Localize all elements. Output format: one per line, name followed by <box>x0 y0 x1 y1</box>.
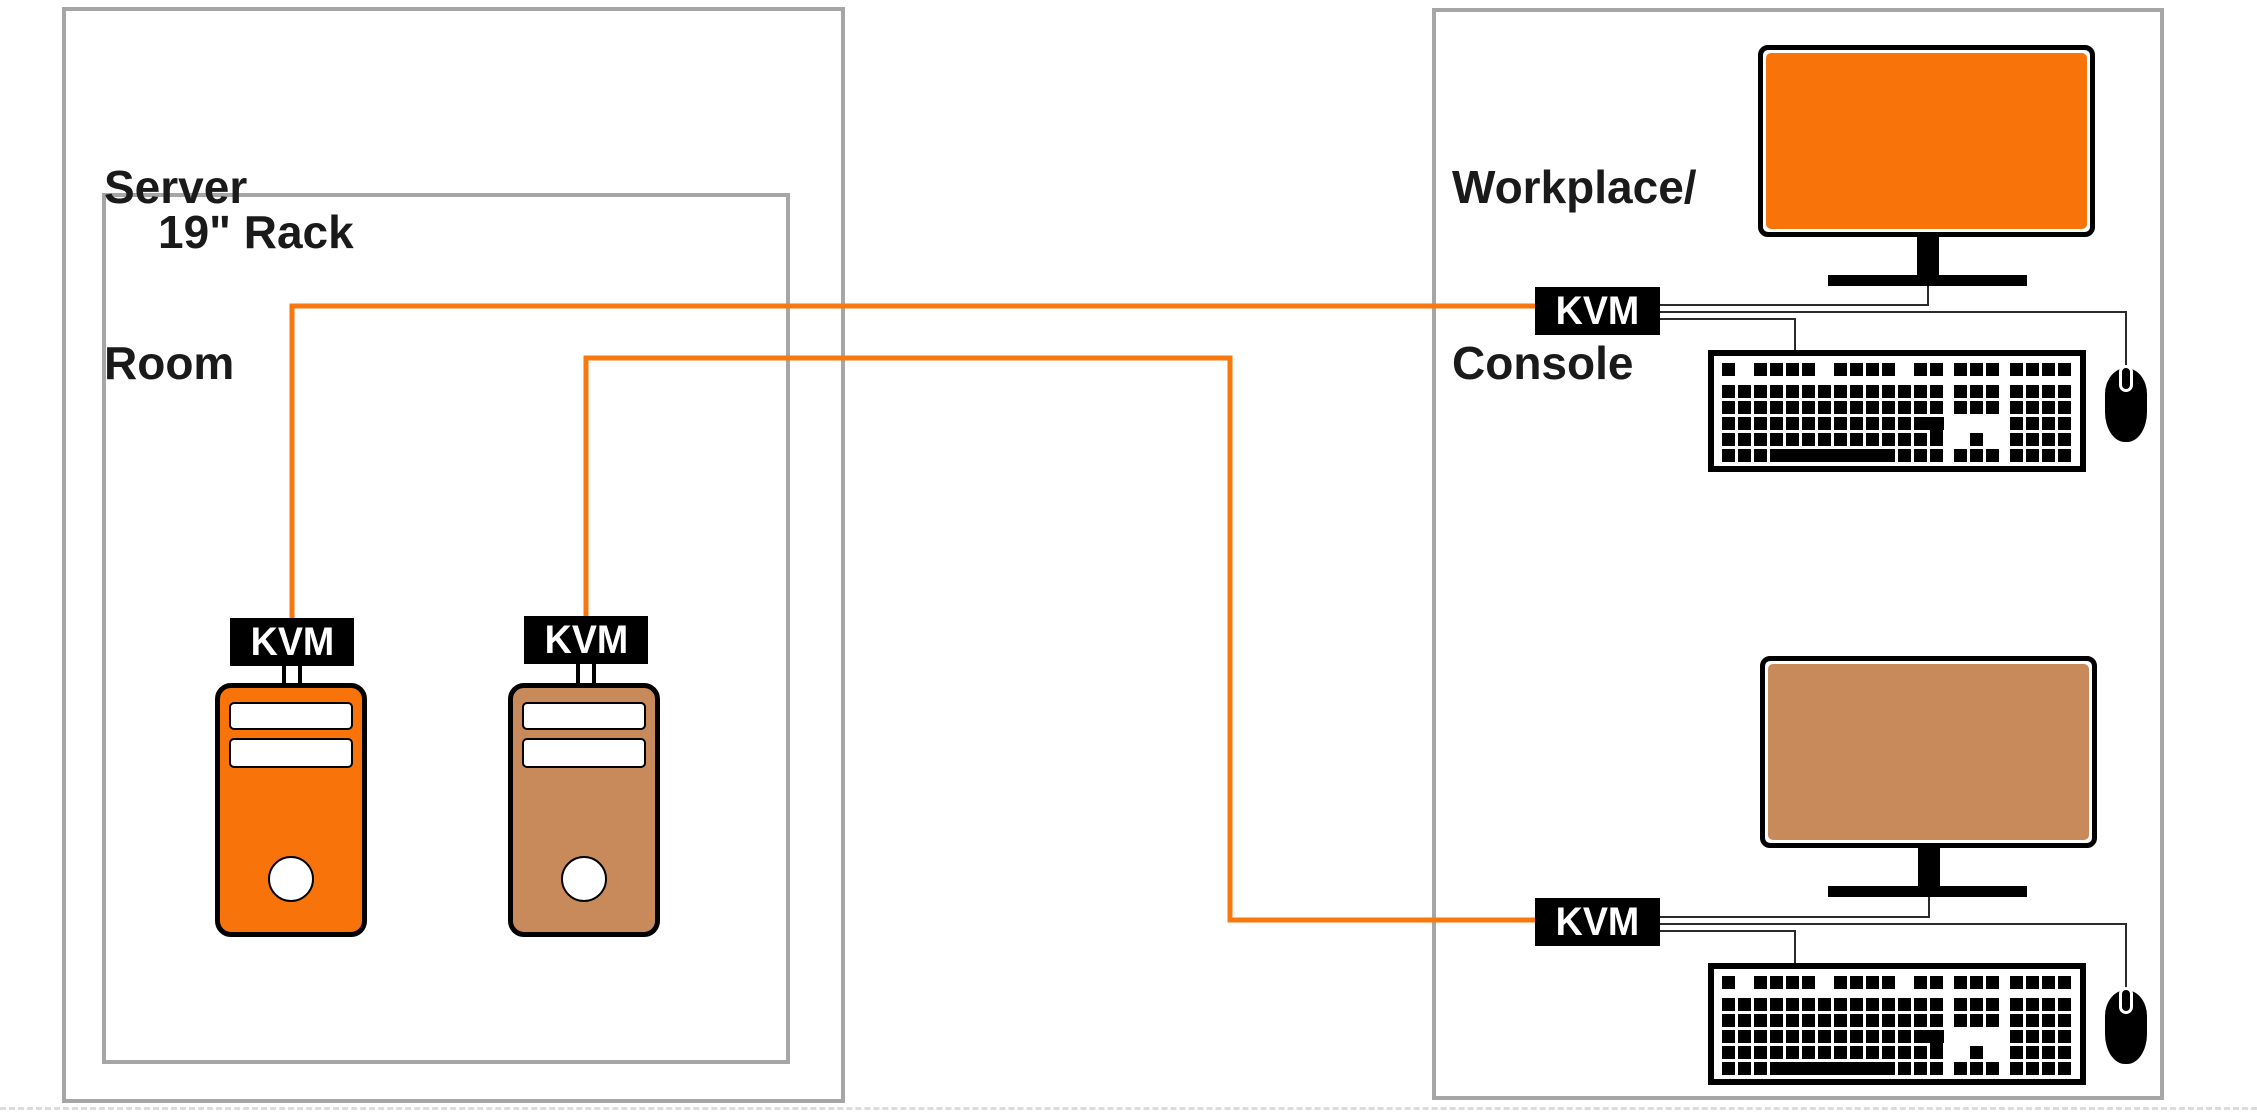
server-tower-icon-1 <box>215 683 367 937</box>
server-tower-icon-2 <box>508 683 660 937</box>
mouse2-cable <box>1658 923 2127 992</box>
power-button-icon <box>561 856 607 902</box>
server-room-title-line1: Server <box>104 160 248 213</box>
monitor-panel <box>1766 53 2087 229</box>
mouse-wheel-icon <box>2119 987 2133 1014</box>
workplace-title-line2: Console <box>1452 337 1634 390</box>
power-button-icon <box>268 856 314 902</box>
drive-bay-icon <box>229 702 353 730</box>
server-room-title: Server Room <box>104 40 247 511</box>
monitor-icon-1 <box>1758 45 2095 237</box>
monitor-stand-neck <box>1917 237 1939 275</box>
rack-box <box>102 193 790 1064</box>
console1-cables <box>1658 284 2127 370</box>
kvm-receiver-console1: KVM <box>1535 287 1660 335</box>
monitor-panel <box>1768 664 2089 840</box>
workplace-title: Workplace/ Console <box>1452 40 1697 511</box>
monitor-stand-base <box>1828 275 2027 286</box>
server-room-title-line2: Room <box>104 337 235 390</box>
workplace-title-line1: Workplace/ <box>1452 160 1697 213</box>
mouse-icon-1 <box>2105 365 2147 442</box>
drive-bay-icon <box>229 738 353 768</box>
keyboard2-cable <box>1658 930 1796 967</box>
orange-cable-server2-to-console2 <box>583 355 1537 923</box>
mouse-icon-2 <box>2105 987 2147 1064</box>
monitor2-cable <box>1658 895 1930 918</box>
monitor-icon-2 <box>1760 656 2097 848</box>
monitor-stand-neck <box>1918 848 1940 886</box>
mouse-wheel-icon <box>2119 365 2133 392</box>
drive-bay-icon <box>522 738 646 768</box>
mouse1-cable <box>1658 311 2127 370</box>
monitor-stand-base <box>1828 886 2027 897</box>
kvm-transmitter-server2: KVM <box>524 616 648 664</box>
rack-label: 19" Rack <box>158 206 354 258</box>
orange-cable-server1-to-console1 <box>289 303 1537 620</box>
console2-cables <box>1658 895 2127 992</box>
monitor1-cable <box>1658 284 1929 306</box>
kvm-transmitter-server1: KVM <box>230 618 354 666</box>
server-room-box <box>62 7 845 1103</box>
drive-bay-icon <box>522 702 646 730</box>
workplace-box <box>1432 8 2164 1100</box>
keyboard1-cable <box>1658 318 1796 354</box>
keyboard-icon-1 <box>1708 350 2086 472</box>
page-cut-divider <box>0 1107 2257 1110</box>
keyboard-icon-2 <box>1708 963 2086 1085</box>
kvm-receiver-console2: KVM <box>1535 898 1660 946</box>
